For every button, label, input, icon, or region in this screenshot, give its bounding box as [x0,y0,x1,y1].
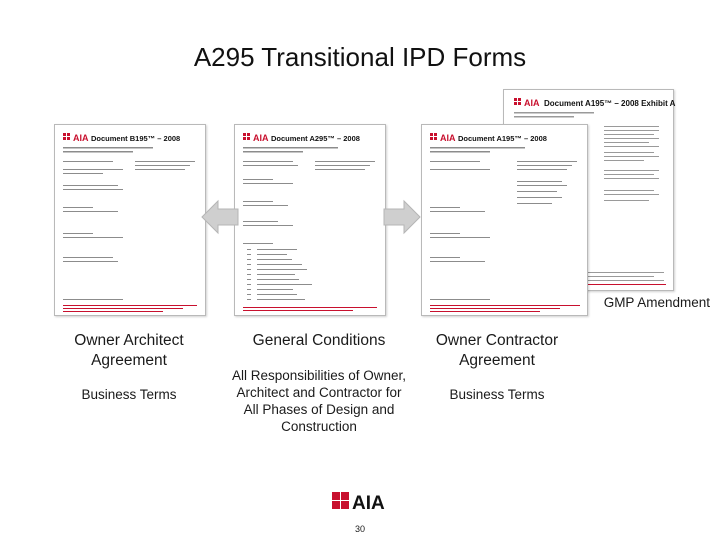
document-thumbnail-b195: AIA Document B195™ – 2008 [54,124,206,316]
general-conditions-subtitle: All Responsibilities of Owner, Architect… [231,368,407,434]
general-conditions-title: General Conditions [252,332,386,349]
slide-title: A295 Transitional IPD Forms [193,42,527,72]
page-number: 30 [354,524,365,534]
document-thumbnail-a295: AIA Document A295™ – 2008 [234,124,386,316]
document-heading: Document A195™ – 2008 [458,134,547,143]
gmp-amendment-label: GMP Amendment [603,295,710,310]
document-heading: Document A195™ – 2008 Exhibit A [544,99,676,108]
aia-logo-small [514,98,521,105]
aia-logo-small [243,133,250,140]
owner-contractor-title: Owner Contractor Agreement [435,332,559,369]
aia-logo-small [430,133,437,140]
owner-contractor-subtitle: Business Terms [449,387,545,402]
document-heading: Document A295™ – 2008 [271,134,360,143]
svg-text:AIA: AIA [440,133,456,143]
aia-logo: AIA [332,490,392,519]
double-arrow-right-icon [383,199,421,235]
svg-text:AIA: AIA [524,98,540,108]
owner-architect-title: Owner Architect Agreement [74,332,184,369]
document-thumbnail-a195: AIA Document A195™ – 2008 [421,124,588,316]
owner-architect-subtitle: Business Terms [81,387,177,402]
aia-logo-small [63,133,70,140]
document-heading: Document B195™ – 2008 [91,134,180,143]
svg-text:AIA: AIA [352,493,385,514]
svg-text:AIA: AIA [73,133,89,143]
svg-text:AIA: AIA [253,133,269,143]
double-arrow-left-icon [201,199,239,235]
